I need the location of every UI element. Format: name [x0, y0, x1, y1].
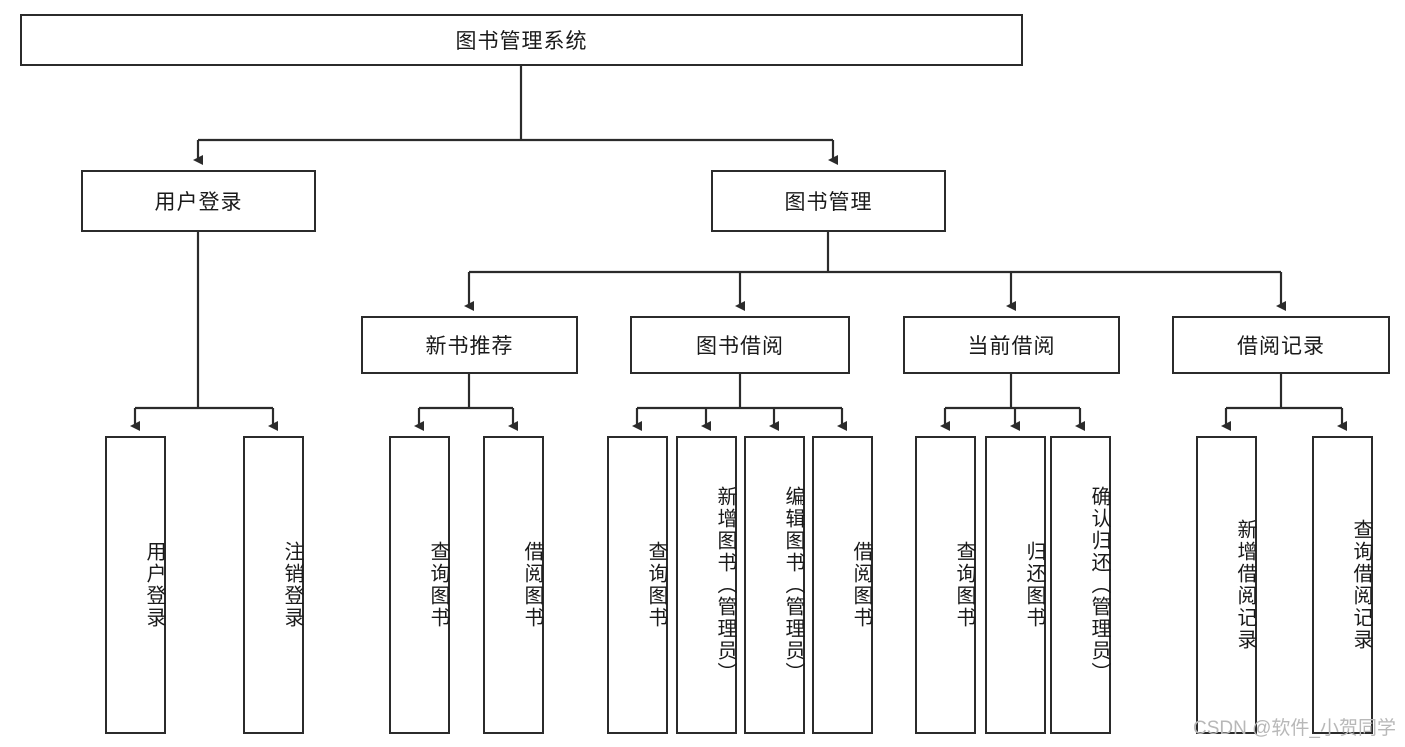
node-leaf-borrow-book-1[interactable]: 借阅图书 [483, 436, 544, 734]
node-leaf-borrow-book-2[interactable]: 借阅图书 [812, 436, 873, 734]
node-label: 注销登录 [281, 541, 303, 629]
node-label: 查询图书 [953, 541, 975, 629]
node-label: 用户登录 [154, 191, 243, 214]
node-leaf-query-borrow-record[interactable]: 查询借阅记录 [1312, 436, 1373, 734]
node-new-book-recommend[interactable]: 新书推荐 [361, 316, 578, 374]
node-label: 借阅图书 [521, 541, 543, 629]
node-leaf-edit-book[interactable]: 编辑图书（管理员） [744, 436, 805, 734]
node-leaf-query-book-2[interactable]: 查询图书 [607, 436, 668, 734]
node-label: 新增图书（管理员） [714, 486, 736, 684]
node-borrow-record[interactable]: 借阅记录 [1172, 316, 1390, 374]
node-label: 查询借阅记录 [1350, 519, 1372, 651]
node-label: 查询图书 [427, 541, 449, 629]
node-label: 图书借阅 [696, 335, 784, 358]
node-book-manage[interactable]: 图书管理 [711, 170, 946, 232]
node-label: 新书推荐 [425, 335, 514, 358]
node-book-borrow[interactable]: 图书借阅 [630, 316, 850, 374]
node-leaf-query-book-1[interactable]: 查询图书 [389, 436, 450, 734]
node-leaf-add-borrow-record[interactable]: 新增借阅记录 [1196, 436, 1257, 734]
node-leaf-confirm-return[interactable]: 确认归还（管理员） [1050, 436, 1111, 734]
node-current-borrow[interactable]: 当前借阅 [903, 316, 1120, 374]
node-user-login[interactable]: 用户登录 [81, 170, 316, 232]
node-label: 用户登录 [143, 541, 165, 629]
node-label: 借阅图书 [850, 541, 872, 629]
node-leaf-return-book[interactable]: 归还图书 [985, 436, 1046, 734]
node-label: 归还图书 [1023, 541, 1045, 629]
node-leaf-query-book-3[interactable]: 查询图书 [915, 436, 976, 734]
node-label: 借阅记录 [1237, 335, 1325, 358]
csdn-watermark: CSDN @软件_小贺同学 [1193, 718, 1396, 739]
node-label: 确认归还（管理员） [1088, 486, 1110, 684]
node-leaf-user-login[interactable]: 用户登录 [105, 436, 166, 734]
node-label: 图书管理系统 [455, 30, 588, 53]
node-label: 编辑图书（管理员） [782, 486, 804, 684]
node-root[interactable]: 图书管理系统 [20, 14, 1023, 66]
node-label: 新增借阅记录 [1234, 519, 1256, 651]
node-leaf-add-book[interactable]: 新增图书（管理员） [676, 436, 737, 734]
node-label: 当前借阅 [967, 335, 1056, 358]
node-leaf-logout[interactable]: 注销登录 [243, 436, 304, 734]
node-label: 图书管理 [784, 191, 873, 214]
node-label: 查询图书 [645, 541, 667, 629]
